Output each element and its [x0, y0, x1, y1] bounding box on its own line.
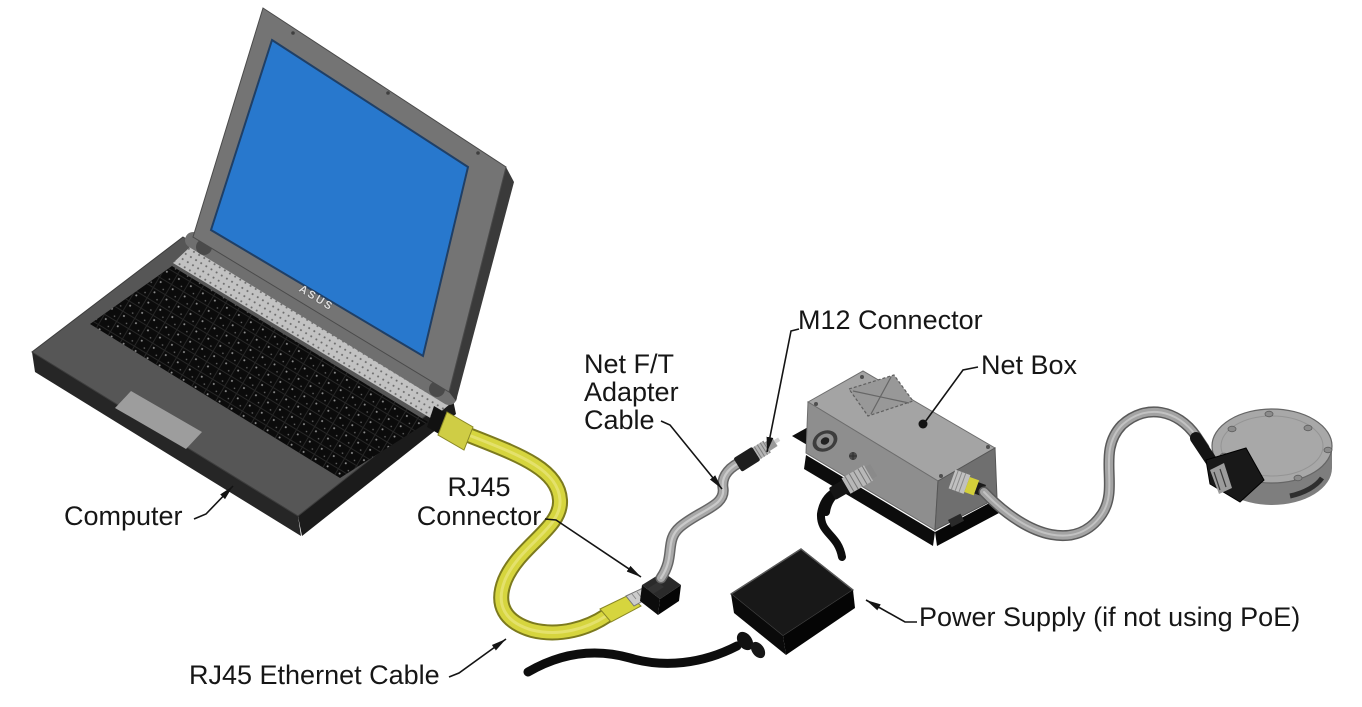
m12-socket — [812, 430, 838, 452]
net-box-illustration — [792, 370, 999, 546]
laptop-illustration — [31, 7, 514, 536]
leader-lines — [193, 328, 979, 678]
leader-net-box — [924, 366, 979, 423]
m12-plug — [734, 437, 781, 472]
label-rj45-connector: RJ45 Connector — [416, 472, 542, 531]
label-m12-connector: M12 Connector — [798, 305, 983, 335]
leader-rj45-ethernet-cable — [448, 638, 507, 678]
leader-net-box-dot — [918, 419, 928, 429]
leader-adapter-cable — [660, 420, 723, 490]
transducer-connector-block — [1190, 432, 1265, 503]
transducer-cable-illustration — [978, 406, 1210, 542]
leader-m12-connector — [766, 328, 800, 453]
rj45-plug-laptop-end — [437, 411, 474, 451]
label-power-supply: Power Supply (if not using PoE) — [919, 602, 1301, 632]
ac-cord — [523, 641, 742, 677]
label-net-ft-adapter-cable: Net F/T Adapter Cable — [584, 349, 679, 435]
leader-power-supply — [865, 599, 917, 623]
label-net-box: Net Box — [981, 350, 1078, 380]
power-supply-illustration — [523, 484, 855, 677]
rj45-jack — [640, 572, 681, 615]
net-ft-adapter-cable-illustration — [640, 437, 781, 615]
rj45-ethernet-cable-illustration — [437, 411, 651, 641]
transducer-illustration — [1190, 408, 1333, 505]
label-rj45-ethernet-cable: RJ45 Ethernet Cable — [189, 660, 440, 690]
power-plug-into-net-box — [822, 463, 878, 516]
leader-rj45-connector — [544, 518, 642, 578]
label-computer: Computer — [64, 501, 183, 531]
leader-computer — [193, 485, 234, 520]
laptop-screen — [209, 38, 470, 358]
